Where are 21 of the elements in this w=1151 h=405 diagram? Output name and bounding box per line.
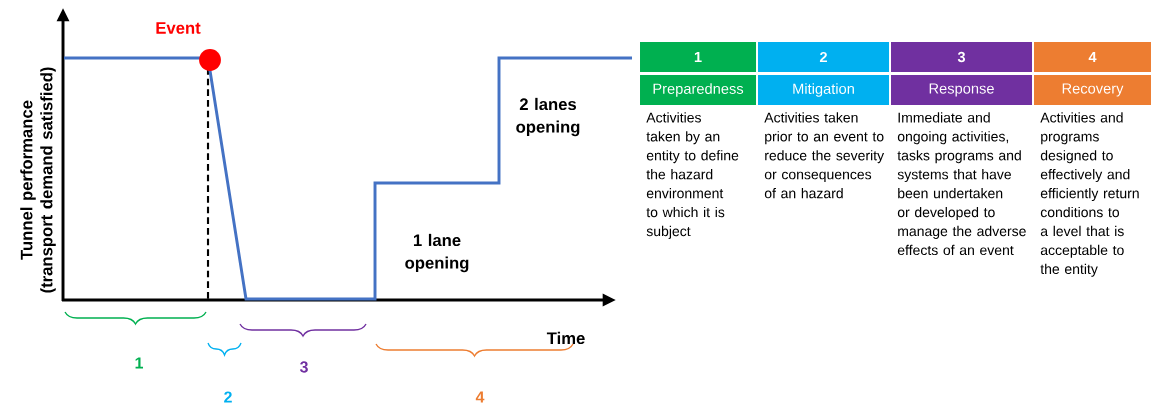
phase-number: 2 [224,391,232,403]
number-cell: 1 [640,42,756,72]
annotation-text: 1 lane opening [405,233,469,273]
number-cell: 2 [758,42,889,72]
number-cell: 4 [1034,42,1151,72]
description-text: Activities and programs designed to effectively and efficiently return conditions to a level that is acceptable to the entity [1040,112,1139,277]
phase-number: 4 [475,391,485,403]
number-cell: 3 [891,42,1032,72]
phase-cell: Preparedness [640,75,756,105]
axis-title: Time [546,331,585,345]
description-text: Immediate and ongoing activities, tasks programs and systems that have been undertaken or developed to manage the adverse effects of an event [897,112,1026,256]
event-label: Event [156,22,201,34]
annotation-text: 2 lanes opening [516,97,580,137]
phase-number: 1 [135,357,143,369]
phase-cell: Recovery [1034,75,1151,105]
phase-cell: Response [891,75,1032,105]
phase-number: 3 [299,361,308,373]
description-text: Activities taken prior to an event to reduce the severity or consequences of an hazard [764,112,885,199]
description-text: Activities taken by an entity to define the hazard environment to which it is subject [646,112,739,239]
phase-cell: Mitigation [758,75,889,105]
axis-title: Tunnel performance (transport demand satisfied) [20,67,56,293]
